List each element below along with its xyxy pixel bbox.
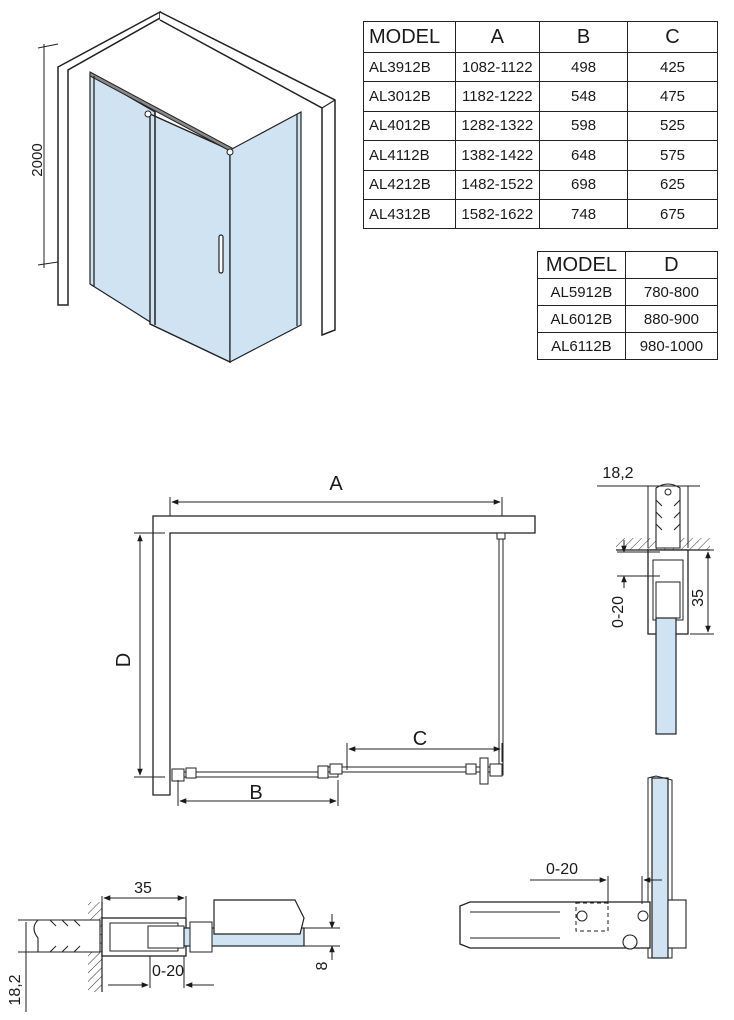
corner-door-profile [459,901,651,949]
table-cell-model: AL3912B [363,51,456,83]
table-cell-a: 1182-1222 [454,81,541,112]
plan-side-glass [498,534,504,776]
label-0-20-right: 0-20 [610,596,627,628]
table-cell-model: AL6012B [537,305,626,333]
label-0-20-corner: 0-20 [546,861,578,878]
table-header-row: MODEL D [537,251,719,279]
back-wall [159,11,336,337]
table-cell-d: 780-800 [624,278,719,306]
column-header-d: D [624,251,719,279]
sliding-door-glass [149,112,231,364]
table-cell-model: AL6112B [537,332,626,360]
table-cell-d: 980-1000 [624,332,719,360]
side-glass-panel [229,110,302,363]
table-header-row: MODEL A B C [363,21,718,53]
wall-detail-glass [655,617,677,735]
height-label-2000: 2000 [29,143,46,176]
label-18-2-top: 18,2 [602,465,633,482]
label-18-2-bottom: 18,2 [7,974,24,1005]
label-35-right: 35 [690,589,707,607]
table-cell-model: AL4212B [363,169,456,200]
table-cell-b: 598 [539,110,629,142]
detail-wall-profile: 18,2 0-20 35 [597,465,714,735]
table-row: AL3012B 1182-1222 548 475 [363,81,718,112]
dimension-table-main: MODEL A B C AL3912B 1082-1122 498 425 AL… [363,21,718,230]
table-cell-b: 498 [539,51,629,83]
table-cell-c: 675 [627,198,718,230]
label-a: A [329,473,343,495]
plan-view: A D B C [113,473,536,806]
detail-bottom-left: 35 0-20 8 18,2 [7,880,340,1012]
label-d: D [113,653,135,667]
table-cell-c: 525 [627,110,718,142]
label-c: C [413,728,427,750]
table-cell-model: AL4312B [363,198,456,230]
column-header-c: C [627,21,718,53]
corner-vertical-glass [651,777,669,959]
table-cell-model: AL5912B [537,278,626,306]
detail-corner: 0-20 [459,775,687,959]
table-cell-a: 1282-1322 [454,110,541,142]
label-35-bottom: 35 [134,880,152,897]
front-fixed-glass [89,72,156,327]
table-cell-b: 748 [539,198,629,230]
table-row: AL6112B 980-1000 [537,332,719,360]
table-row: AL4012B 1282-1322 598 525 [363,110,718,142]
table-row: AL5912B 780-800 [537,278,719,306]
label-8: 8 [314,961,331,970]
table-cell-c: 475 [627,81,718,112]
table-cell-model: AL4012B [363,110,456,142]
table-cell-b: 548 [539,81,629,112]
column-header-model: MODEL [537,251,626,279]
table-row: AL6012B 880-900 [537,305,719,333]
isometric-shower-view: 2000 [29,10,336,364]
table-cell-a: 1582-1622 [454,198,541,230]
table-cell-model: AL3012B [363,81,456,112]
plan-fixed-panel [177,771,339,778]
table-cell-c: 625 [627,169,718,200]
plan-walls [152,515,536,796]
label-0-20-bottom: 0-20 [152,963,184,980]
label-b: B [249,782,262,804]
table-row: AL4312B 1582-1622 748 675 [363,198,718,230]
floor-dowel [33,919,101,953]
column-header-model: MODEL [363,21,456,53]
table-row: AL3912B 1082-1122 498 425 [363,51,718,83]
door-handle [218,234,224,274]
table-cell-c: 425 [627,51,718,83]
table-row: AL4112B 1382-1422 648 575 [363,140,718,171]
table-cell-c: 575 [627,140,718,171]
dimension-table-side: MODEL D AL5912B 780-800 AL6012B 880-900 … [537,251,719,360]
column-header-a: A [454,21,541,53]
table-row: AL4212B 1482-1522 698 625 [363,169,718,200]
table-cell-model: AL4112B [363,140,456,171]
